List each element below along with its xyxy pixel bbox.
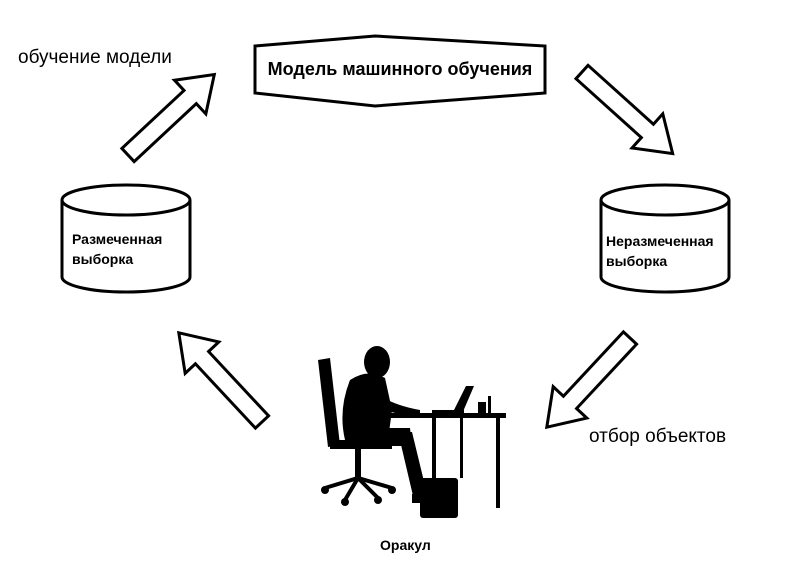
labeled-pool-cylinder xyxy=(60,183,192,294)
arrow-down-right-icon xyxy=(573,63,675,156)
selection-label: отбор объектов xyxy=(589,426,727,447)
oracle-label: Оракул xyxy=(380,537,431,553)
unlabeled-pool-label-line2: выборка xyxy=(606,253,668,269)
labeled-pool-label-line1: Размеченная xyxy=(72,231,163,247)
arrow-up-right-icon xyxy=(119,72,217,164)
unlabeled-pool-label-line1: Неразмеченная xyxy=(606,233,714,249)
arrow-down-left-icon xyxy=(544,329,639,430)
person-at-desk-icon xyxy=(318,346,506,518)
training-label: обучение модели xyxy=(18,47,172,68)
model-box xyxy=(253,34,547,108)
labeled-pool-label-line2: выборка xyxy=(72,251,134,267)
model-title: Модель машинного обучения xyxy=(267,59,533,79)
arrow-up-left-icon xyxy=(176,330,271,431)
unlabeled-pool-cylinder xyxy=(599,183,731,294)
